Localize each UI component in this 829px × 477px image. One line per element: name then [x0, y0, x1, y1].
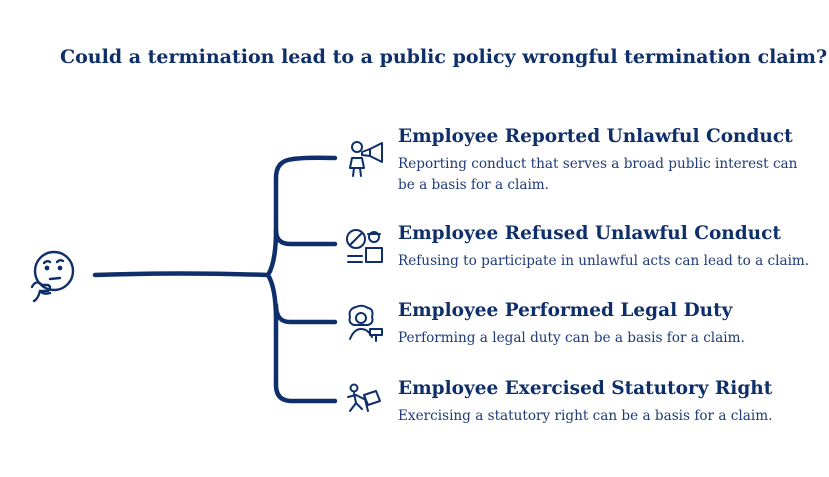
branch-title: Employee Exercised Statutory Right: [398, 378, 773, 399]
branch-title: Employee Performed Legal Duty: [398, 300, 733, 321]
person-flag-icon: [347, 383, 381, 412]
branch-title: Employee Refused Unlawful Conduct: [398, 223, 781, 244]
branch-description: Reporting conduct that serves a broad pu…: [398, 156, 798, 193]
thinking-face-icon: [30, 250, 75, 303]
branch-description: Performing a legal duty can be a basis f…: [398, 330, 745, 346]
refusal-person-icon: [346, 229, 383, 263]
branch-title: Employee Reported Unlawful Conduct: [398, 126, 793, 147]
megaphone-person-icon: [349, 141, 383, 177]
branch-description: Refusing to participate in unlawful acts…: [398, 253, 810, 269]
diagram-title: Could a termination lead to a public pol…: [60, 46, 828, 68]
branch-exercised-statutory-right: Employee Exercised Statutory Right Exerc…: [398, 377, 818, 427]
branch-refused-unlawful-conduct: Employee Refused Unlawful Conduct Refusi…: [398, 222, 818, 272]
branch-performed-legal-duty: Employee Performed Legal Duty Performing…: [398, 299, 818, 349]
judge-gavel-icon: [348, 304, 383, 342]
branch-reported-unlawful-conduct: Employee Reported Unlawful Conduct Repor…: [398, 125, 818, 196]
branch-description: Exercising a statutory right can be a ba…: [398, 408, 773, 424]
